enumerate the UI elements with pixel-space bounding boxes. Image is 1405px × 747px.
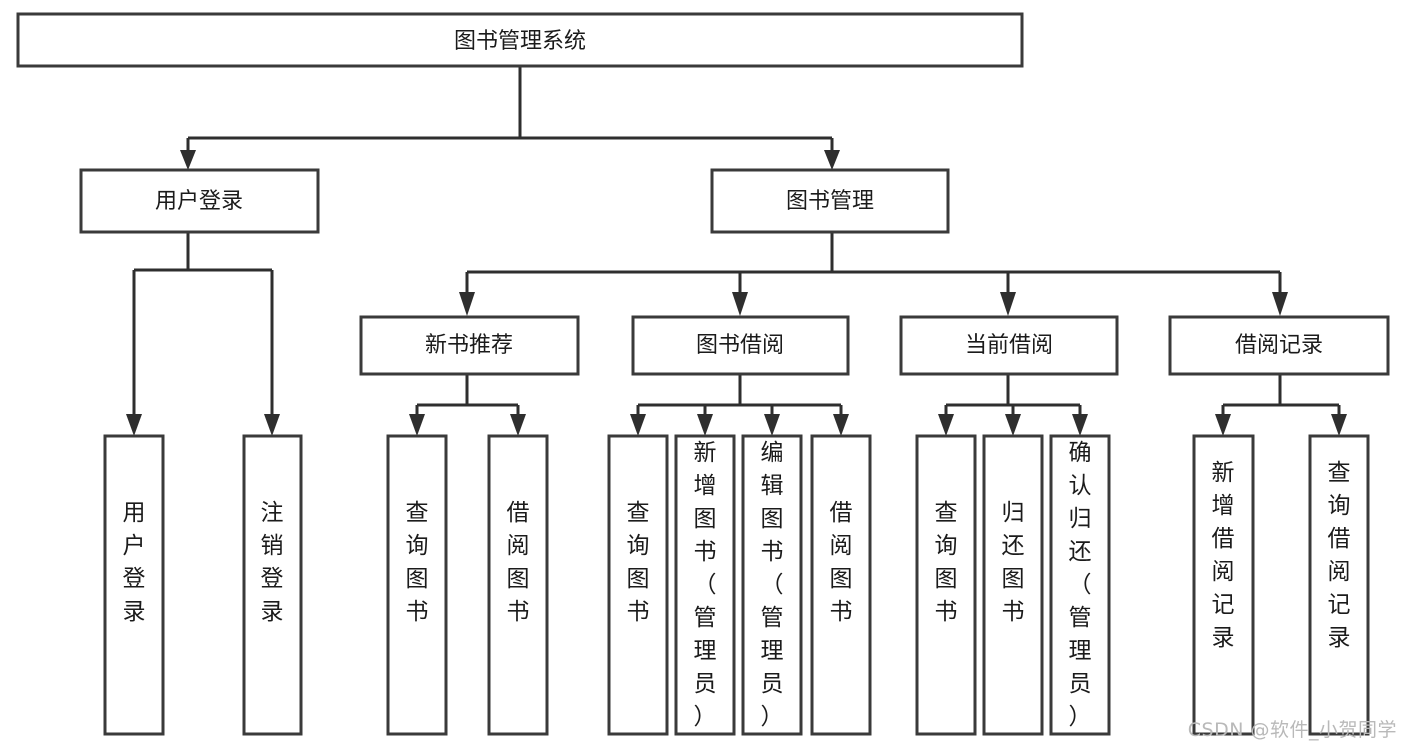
arrowhead-user-login xyxy=(180,150,196,170)
node-leaf-edit-book[interactable]: 编辑图书（管理员） xyxy=(741,434,803,736)
node-borrow-record-box[interactable] xyxy=(1168,315,1390,376)
arrowhead-new-book-recommend xyxy=(459,292,475,316)
node-leaf-edit-book-label: 编辑图书（管理员） xyxy=(761,440,784,730)
node-leaf-add-book[interactable]: 新增图书（管理员） xyxy=(674,434,736,736)
node-current-borrow-label: 当前借阅 xyxy=(965,333,1053,358)
csdn-watermark: CSDN @软件_小贺同学 xyxy=(1187,719,1397,741)
arrowhead-leaf-query-book-1 xyxy=(409,414,425,436)
node-new-book-recommend-box[interactable] xyxy=(359,315,580,376)
node-leaf-query-book-1[interactable]: 查询图书 xyxy=(386,434,448,736)
node-leaf-confirm-return-label: 确认归还（管理员） xyxy=(1069,440,1092,730)
node-leaf-query-record[interactable]: 查询借阅记录 xyxy=(1308,434,1370,736)
node-leaf-return-book-box[interactable] xyxy=(982,434,1044,736)
arrowhead-book-management xyxy=(824,150,840,170)
node-leaf-user-login-label: 用户登录 xyxy=(123,500,146,625)
node-leaf-query-record-label: 查询借阅记录 xyxy=(1328,460,1351,651)
node-borrow-record[interactable]: 借阅记录 xyxy=(1168,315,1390,376)
arrowhead-leaf-user-logout xyxy=(264,414,280,436)
arrowhead-leaf-confirm-return xyxy=(1072,414,1088,436)
node-leaf-query-record-box[interactable] xyxy=(1308,434,1370,736)
node-leaf-query-book-2-label: 查询图书 xyxy=(627,500,650,625)
arrowhead-borrow-record xyxy=(1272,292,1288,316)
arrowhead-current-borrow xyxy=(1000,292,1016,316)
node-root-label: 图书管理系统 xyxy=(454,29,586,54)
node-leaf-query-book-3-label: 查询图书 xyxy=(935,500,958,625)
node-leaf-add-record-label: 新增借阅记录 xyxy=(1212,460,1235,651)
node-user-login[interactable]: 用户登录 xyxy=(79,168,320,234)
node-leaf-add-book-box[interactable] xyxy=(674,434,736,736)
node-leaf-query-book-3[interactable]: 查询图书 xyxy=(915,434,977,736)
node-root[interactable]: 图书管理系统 xyxy=(16,12,1024,68)
node-book-borrow-box[interactable] xyxy=(631,315,850,376)
node-new-book-recommend[interactable]: 新书推荐 xyxy=(359,315,580,376)
arrowhead-leaf-add-record xyxy=(1215,414,1231,436)
node-leaf-add-record[interactable]: 新增借阅记录 xyxy=(1192,434,1255,736)
node-leaf-user-login-box[interactable] xyxy=(103,434,165,736)
node-leaf-query-book-3-box[interactable] xyxy=(915,434,977,736)
node-leaf-user-logout-box[interactable] xyxy=(242,434,303,736)
node-leaf-borrow-book-2-box[interactable] xyxy=(810,434,872,736)
node-leaf-user-login[interactable]: 用户登录 xyxy=(103,434,165,736)
node-root-box[interactable] xyxy=(16,12,1024,68)
node-leaf-add-book-label: 新增图书（管理员） xyxy=(694,440,717,730)
edge-layer xyxy=(126,66,1347,436)
node-leaf-borrow-book-2[interactable]: 借阅图书 xyxy=(810,434,872,736)
node-leaf-confirm-return-box[interactable] xyxy=(1049,434,1111,736)
arrowhead-leaf-edit-book xyxy=(764,414,780,436)
node-leaf-borrow-book-1[interactable]: 借阅图书 xyxy=(487,434,549,736)
node-current-borrow[interactable]: 当前借阅 xyxy=(899,315,1119,376)
arrowhead-leaf-query-book-2 xyxy=(630,414,646,436)
node-user-login-box[interactable] xyxy=(79,168,320,234)
node-book-management-box[interactable] xyxy=(710,168,950,234)
node-leaf-query-book-2[interactable]: 查询图书 xyxy=(607,434,669,736)
arrowhead-leaf-user-login xyxy=(126,414,142,436)
node-leaf-borrow-book-2-label: 借阅图书 xyxy=(830,500,853,625)
node-leaf-query-book-2-box[interactable] xyxy=(607,434,669,736)
node-leaf-user-logout[interactable]: 注销登录 xyxy=(242,434,303,736)
arrowhead-leaf-borrow-book-2 xyxy=(833,414,849,436)
node-current-borrow-box[interactable] xyxy=(899,315,1119,376)
node-leaf-user-logout-label: 注销登录 xyxy=(261,500,284,625)
node-leaf-return-book-label: 归还图书 xyxy=(1002,500,1025,625)
node-borrow-record-label: 借阅记录 xyxy=(1235,333,1323,358)
node-new-book-recommend-label: 新书推荐 xyxy=(425,333,513,358)
node-leaf-add-record-box[interactable] xyxy=(1192,434,1255,736)
node-user-login-label: 用户登录 xyxy=(155,189,243,214)
arrowhead-leaf-query-book-3 xyxy=(938,414,954,436)
node-leaf-borrow-book-1-box[interactable] xyxy=(487,434,549,736)
arrowhead-leaf-add-book xyxy=(697,414,713,436)
node-leaf-query-book-1-label: 查询图书 xyxy=(406,500,429,625)
node-leaf-confirm-return[interactable]: 确认归还（管理员） xyxy=(1049,434,1111,736)
node-leaf-borrow-book-1-label: 借阅图书 xyxy=(507,500,530,625)
arrowhead-book-borrow xyxy=(732,292,748,316)
node-leaf-query-book-1-box[interactable] xyxy=(386,434,448,736)
node-book-management[interactable]: 图书管理 xyxy=(710,168,950,234)
arrowhead-leaf-return-book xyxy=(1005,414,1021,436)
node-book-borrow[interactable]: 图书借阅 xyxy=(631,315,850,376)
arrowhead-leaf-query-record xyxy=(1331,414,1347,436)
node-leaf-edit-book-box[interactable] xyxy=(741,434,803,736)
node-leaf-return-book[interactable]: 归还图书 xyxy=(982,434,1044,736)
node-book-management-label: 图书管理 xyxy=(786,189,874,214)
node-book-borrow-label: 图书借阅 xyxy=(696,333,784,358)
arrowhead-leaf-borrow-book-1 xyxy=(510,414,526,436)
